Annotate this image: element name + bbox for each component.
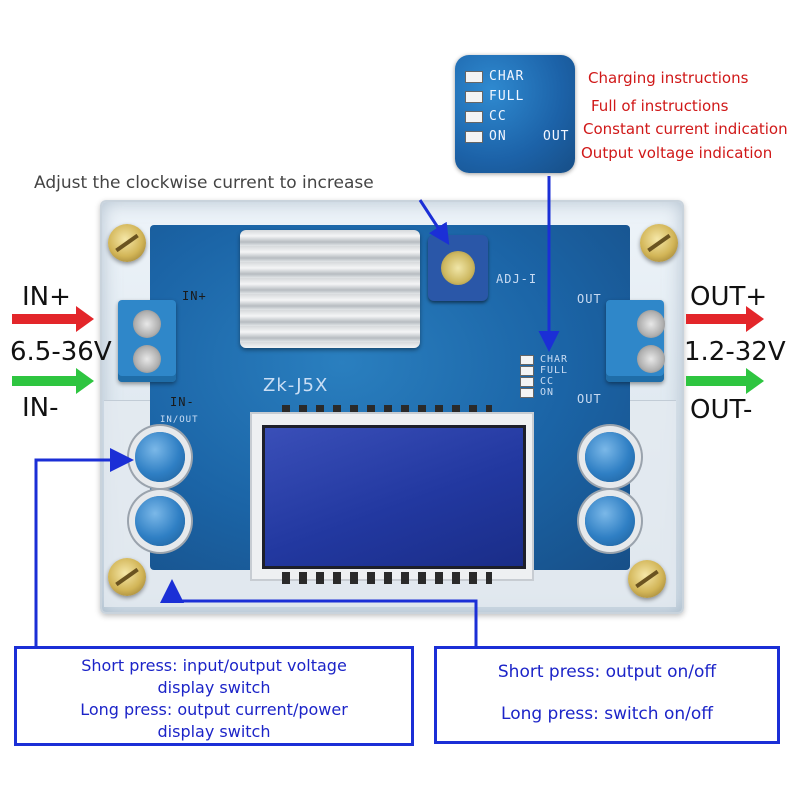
output-plus-arrow [686, 306, 764, 332]
board-model-label: Zk-J5X [263, 375, 329, 396]
silk-adj-label: ADJ-I [496, 272, 538, 286]
led-cc [520, 376, 534, 387]
right-top-button[interactable] [585, 432, 635, 482]
inset-led-char [465, 70, 483, 83]
left-button-info-box: Short press: input/output voltage displa… [14, 646, 414, 746]
input-minus-arrow [12, 368, 94, 394]
right-box-line-2: Long press: switch on/off [501, 704, 713, 724]
left-box-line-3: Long press: output current/power [80, 700, 348, 719]
left-bottom-button[interactable] [135, 496, 185, 546]
right-box-line-1: Short press: output on/off [497, 662, 717, 682]
right-box-pointer [160, 579, 478, 646]
silk-out-top: OUT [577, 292, 602, 306]
board-led-group: CHAR FULL CC ON [520, 354, 568, 398]
board-led-row-full: FULL [520, 365, 568, 376]
label-in-plus: IN+ [22, 282, 71, 312]
led-full [520, 365, 534, 376]
left-box-pointer [34, 448, 134, 646]
label-out-minus: OUT- [690, 395, 753, 425]
corner-screw-bottom-left [108, 558, 146, 596]
led-magnifier-inset: CHAR FULL CC ON OUT [455, 55, 575, 173]
right-button-info-box: Short press: output on/off Long press: s… [434, 646, 780, 744]
silk-in-out: IN/OUT [160, 415, 199, 425]
output-minus-arrow [686, 368, 764, 394]
label-in-minus: IN- [22, 393, 59, 423]
board-led-row-char: CHAR [520, 354, 568, 365]
input-minus-screw[interactable] [133, 345, 161, 373]
lcd-display [262, 425, 526, 569]
note-output-voltage: Output voltage indication [581, 144, 773, 162]
label-in-voltage: 6.5-36V [10, 337, 112, 367]
inset-led-row-char: CHAR [465, 69, 524, 84]
input-plus-arrow [12, 306, 94, 332]
led-on [520, 387, 534, 398]
pot-pointer-line [418, 199, 450, 246]
label-out-plus: OUT+ [690, 282, 768, 312]
note-constant-current: Constant current indication [583, 120, 788, 138]
board-led-row-on: ON [520, 387, 568, 398]
potentiometer-knob[interactable] [441, 251, 475, 285]
silk-out-mid: OUT [577, 392, 602, 406]
adjust-current-note: Adjust the clockwise current to increase [34, 173, 374, 193]
board-led-row-cc: CC [520, 376, 568, 387]
left-box-line-2: display switch [157, 678, 271, 697]
corner-screw-top-left [108, 224, 146, 262]
heatsink [240, 230, 420, 348]
left-box-line-1: Short press: input/output voltage [81, 656, 347, 675]
left-top-button[interactable] [135, 432, 185, 482]
output-plus-screw[interactable] [637, 310, 665, 338]
silk-in-plus: IN+ [182, 289, 207, 303]
inset-silk-out: OUT [543, 129, 570, 144]
inset-led-full [465, 90, 483, 103]
inset-led-cc [465, 110, 483, 123]
lcd-pins-bottom [282, 572, 492, 584]
inset-led-list: CHAR FULL CC ON [465, 69, 524, 144]
input-plus-screw[interactable] [133, 310, 161, 338]
note-charging: Charging instructions [588, 69, 749, 87]
corner-screw-top-right [640, 224, 678, 262]
label-out-voltage: 1.2-32V [684, 337, 786, 367]
inset-led-row-on: ON [465, 129, 524, 144]
right-bottom-button[interactable] [585, 496, 635, 546]
left-box-line-4: display switch [157, 722, 271, 741]
corner-screw-bottom-right [628, 560, 666, 598]
inset-led-row-full: FULL [465, 89, 524, 104]
inset-led-row-cc: CC [465, 109, 524, 124]
led-char [520, 354, 534, 365]
inset-led-on [465, 130, 483, 143]
output-minus-screw[interactable] [637, 345, 665, 373]
silk-in-minus: IN- [170, 395, 195, 409]
note-full: Full of instructions [591, 97, 729, 115]
